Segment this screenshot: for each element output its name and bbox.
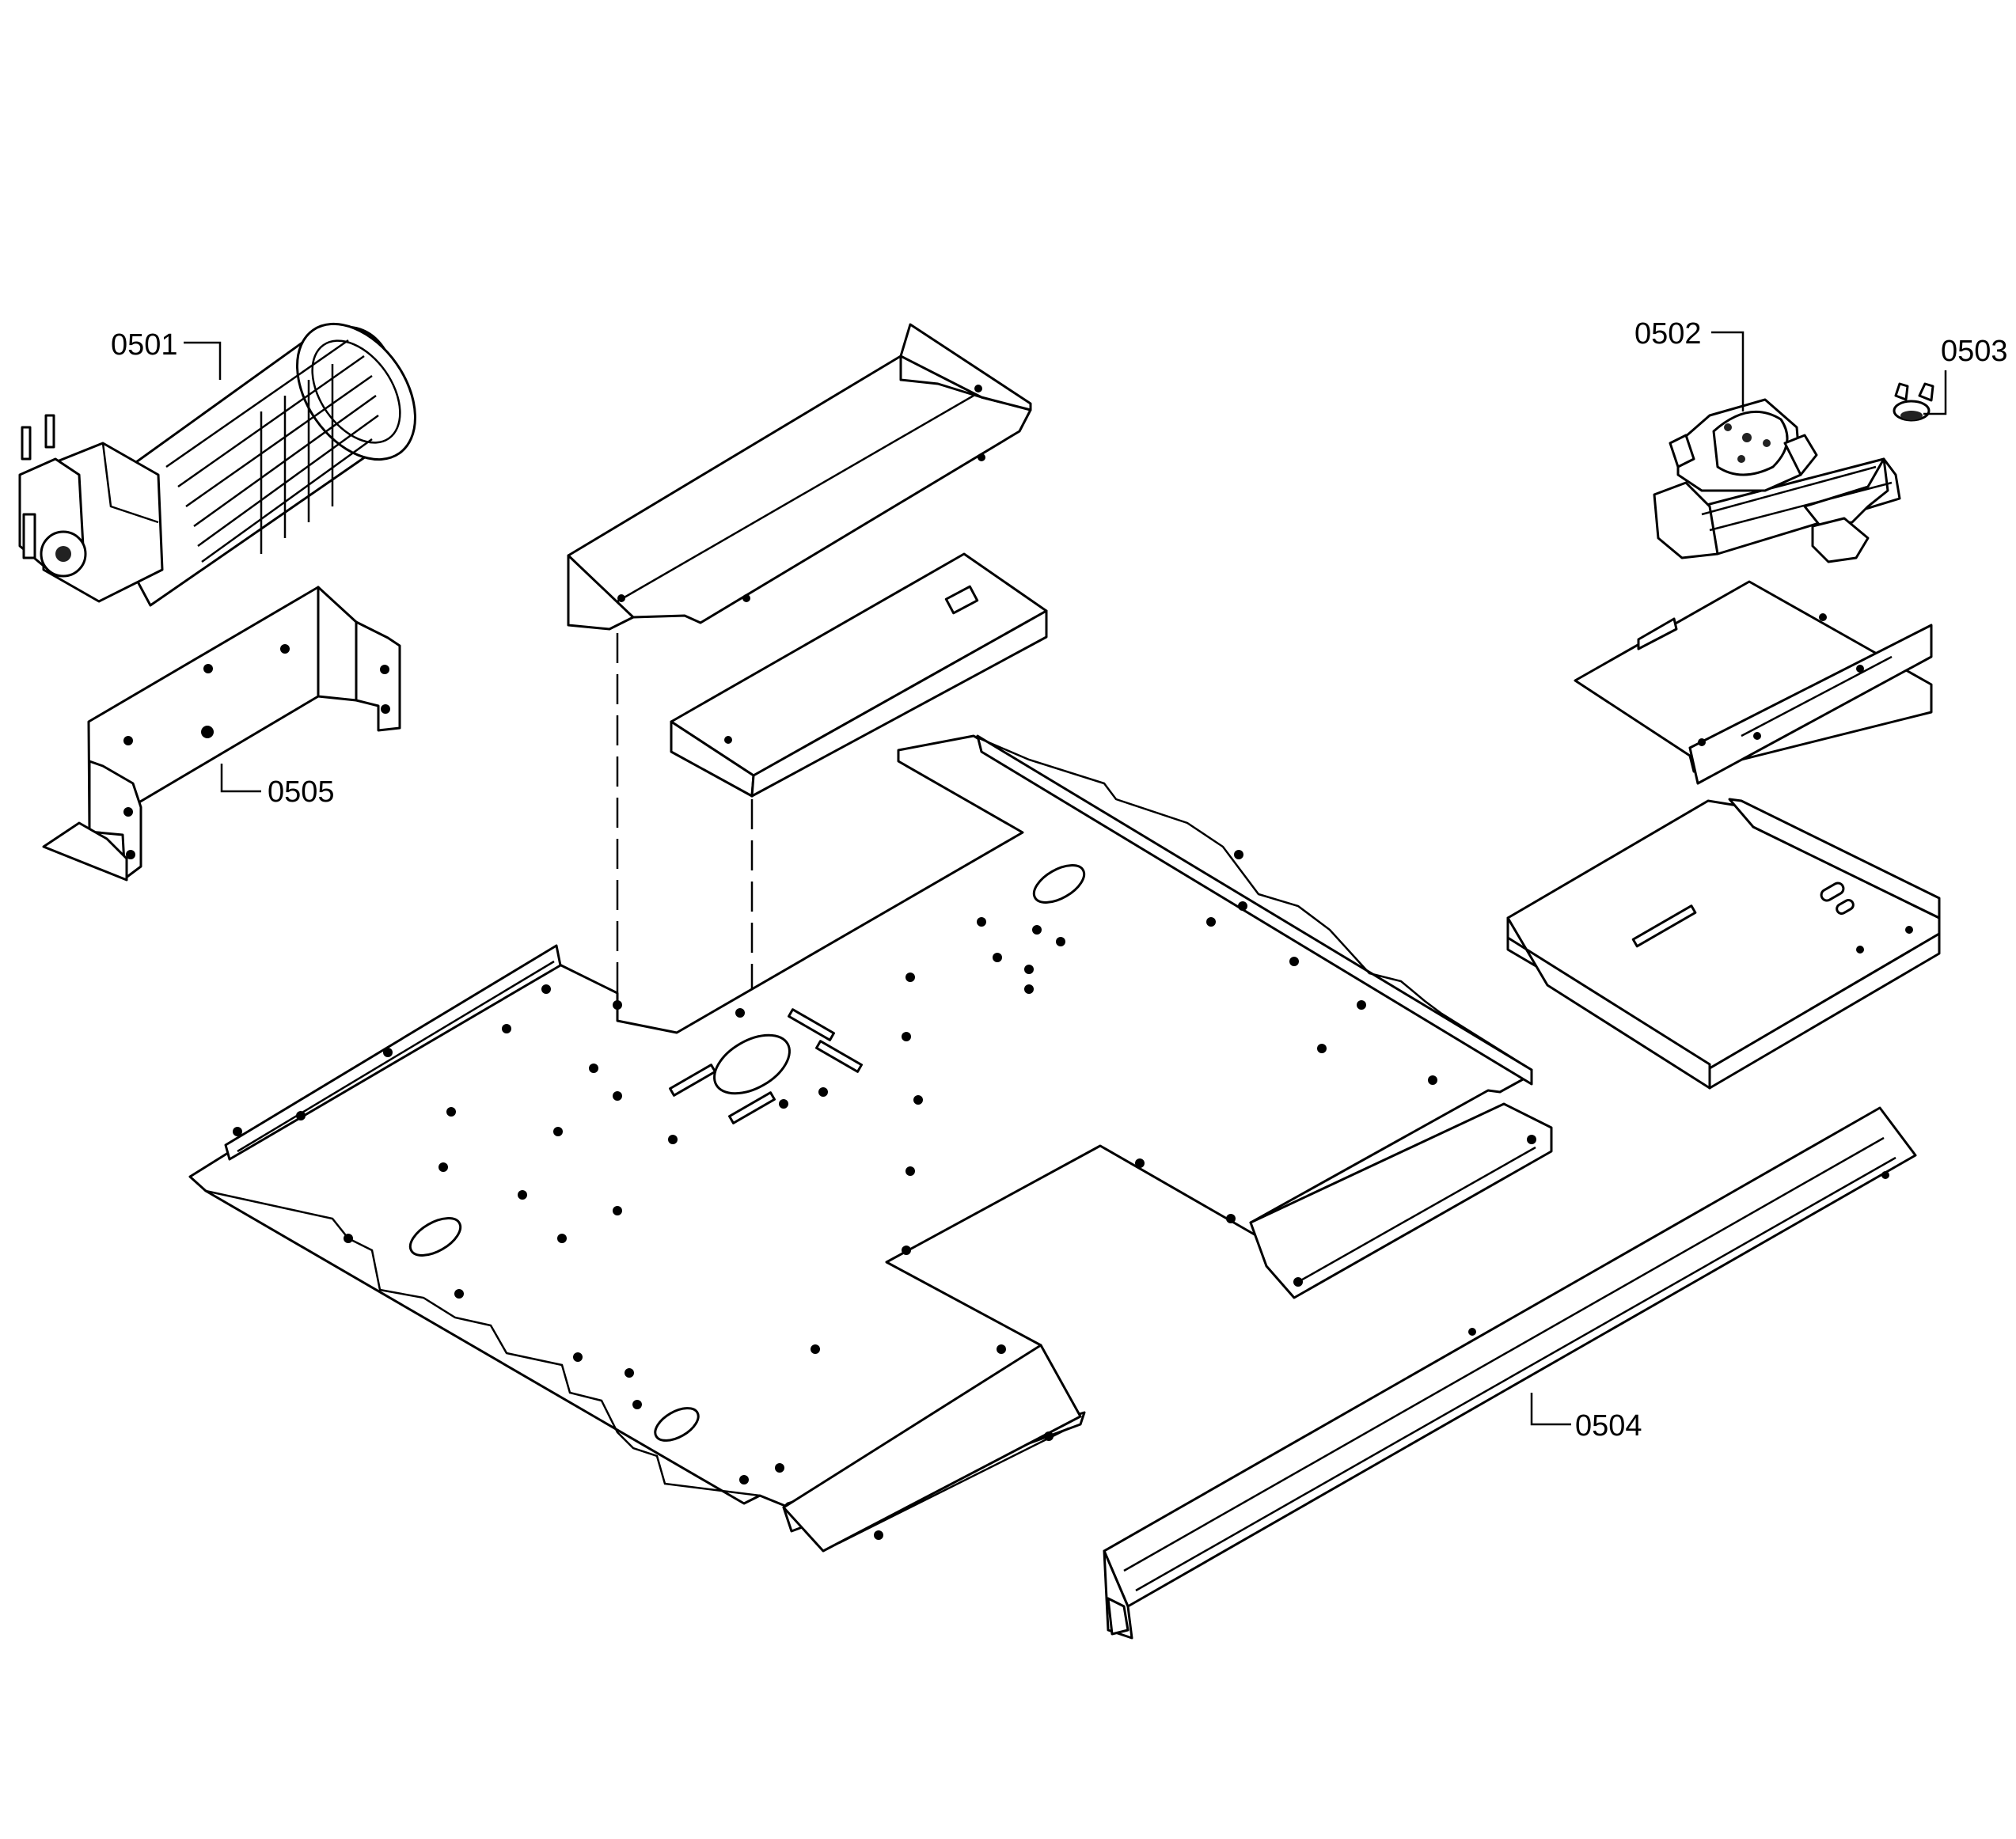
- part-base-plate[interactable]: [188, 734, 1553, 1553]
- part-lock-cover[interactable]: [1574, 580, 1933, 785]
- svg-text:0501: 0501: [111, 328, 178, 362]
- callout-0502: 0502: [1634, 317, 1745, 411]
- callout-0503: 0503: [1923, 335, 2008, 415]
- svg-text:0505: 0505: [268, 775, 335, 809]
- svg-text:0502: 0502: [1634, 317, 1702, 351]
- part-duct-channel[interactable]: [567, 323, 1032, 631]
- part-box-cover[interactable]: [670, 552, 1048, 798]
- part-0501-tangential-fan[interactable]: [18, 302, 439, 607]
- svg-text:0503: 0503: [1941, 335, 2008, 368]
- part-0504-front-strip[interactable]: [1103, 1106, 1917, 1640]
- part-0505-fan-bracket[interactable]: [42, 586, 401, 882]
- callout-0501: 0501: [111, 328, 222, 380]
- callout-0505: 0505: [220, 764, 335, 809]
- svg-text:0504: 0504: [1575, 1409, 1642, 1443]
- callout-0504: 0504: [1530, 1393, 1642, 1443]
- part-0503-thermostat[interactable]: [1893, 382, 1934, 422]
- part-lock-tray[interactable]: [1506, 798, 1941, 1090]
- part-0502-door-lock[interactable]: [1653, 398, 1901, 563]
